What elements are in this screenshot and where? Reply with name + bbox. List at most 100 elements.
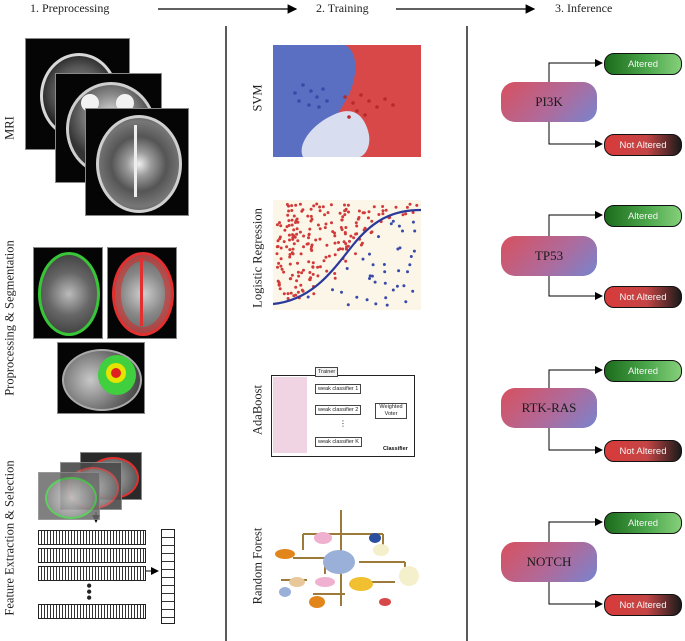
feature-vector-row <box>38 566 146 581</box>
lr-point <box>367 210 371 214</box>
lr-point <box>309 276 313 280</box>
lr-point <box>337 241 340 244</box>
lr-point <box>318 265 322 269</box>
lr-point <box>405 205 409 209</box>
feature-vector-row <box>38 530 146 545</box>
lr-point <box>291 247 295 251</box>
lr-point <box>394 205 398 209</box>
gene-node-tp53: TP53 <box>501 236 597 276</box>
lr-point <box>276 265 279 269</box>
outcome-altered-rtk-ras: Altered <box>604 360 682 382</box>
lr-point <box>377 213 381 216</box>
lr-point <box>307 236 310 240</box>
lr-point <box>278 221 281 225</box>
random-forest-label: Random Forest <box>250 527 265 605</box>
adaboost-classifier-label: Classifier <box>383 446 408 452</box>
adaboost-weak-k: weak classifier K <box>315 437 362 447</box>
random-forest-plot <box>275 510 419 608</box>
lr-point <box>278 237 282 241</box>
lr-point <box>333 253 337 257</box>
outcome-altered-tp53: Altered <box>604 205 682 227</box>
lr-point <box>287 233 291 237</box>
lr-point <box>372 205 376 209</box>
lr-point <box>344 259 348 263</box>
lr-point <box>397 269 401 273</box>
lr-point <box>401 229 404 233</box>
feature-slice-front <box>38 472 100 520</box>
lr-point <box>295 217 299 221</box>
lr-point <box>395 284 399 288</box>
lr-point <box>321 205 325 209</box>
lr-point <box>370 274 374 278</box>
lr-point <box>327 254 331 258</box>
lr-point <box>331 230 335 234</box>
lr-point <box>278 287 282 291</box>
lr-point <box>330 221 333 225</box>
gene-node-pi3k: PI3K <box>501 82 597 122</box>
lr-point <box>282 292 286 296</box>
lr-point <box>306 214 310 218</box>
lr-point <box>310 245 313 249</box>
lr-point <box>347 210 350 214</box>
adaboost-weak-2: weak classifier 2 <box>315 405 362 415</box>
lr-point <box>383 270 387 274</box>
lr-point <box>377 235 380 239</box>
lr-point <box>288 248 292 252</box>
stage-heading-inference: 3. Inference <box>555 1 613 15</box>
lr-point <box>311 265 315 269</box>
lr-class-blue-points <box>306 219 417 307</box>
svm-class-a-points <box>293 83 329 109</box>
lr-point <box>344 226 348 229</box>
feature-vector-row <box>38 604 146 619</box>
lr-point <box>302 234 306 238</box>
lr-point <box>354 252 357 256</box>
lr-point <box>291 237 295 241</box>
lr-point <box>411 211 415 214</box>
lr-point <box>318 227 322 231</box>
lr-point <box>408 202 412 206</box>
lr-point <box>357 209 361 213</box>
mri-slice-3 <box>85 108 189 216</box>
lr-point <box>322 259 326 263</box>
feature-extraction-label: Feature Extraction & Selection <box>2 460 17 616</box>
lr-point <box>346 303 350 307</box>
lr-point <box>300 271 304 275</box>
lr-point <box>331 288 334 292</box>
lr-point <box>333 241 337 245</box>
lr-point <box>279 257 283 261</box>
adaboost-sample-panel <box>273 377 307 453</box>
lr-point <box>343 209 347 213</box>
lr-point <box>391 219 395 223</box>
lr-point <box>298 202 302 206</box>
lr-class-red-points <box>275 202 419 300</box>
lr-point <box>296 239 300 243</box>
lr-point <box>288 238 291 242</box>
lr-point <box>279 224 283 228</box>
lr-point <box>401 213 405 217</box>
lr-point <box>333 234 337 238</box>
lr-point <box>288 253 292 256</box>
lr-point <box>415 203 419 207</box>
lr-point <box>290 204 294 208</box>
mri-label: MRI <box>2 116 17 140</box>
lr-point <box>285 245 289 249</box>
lr-point <box>402 284 406 288</box>
lr-point <box>397 224 401 228</box>
lr-point <box>299 252 303 256</box>
lr-point <box>294 203 298 207</box>
lr-point <box>285 225 289 229</box>
outcome-not-altered-rtk-ras: Not Altered <box>604 440 682 462</box>
lr-point <box>295 232 299 236</box>
lr-point <box>287 219 291 223</box>
lr-point <box>344 242 348 246</box>
lr-point <box>368 277 371 280</box>
lr-point <box>333 276 337 280</box>
lr-point <box>310 249 314 252</box>
lr-point <box>289 277 293 281</box>
lr-point <box>290 209 294 212</box>
feature-ellipsis: ••• <box>86 576 93 608</box>
lr-point <box>411 220 415 224</box>
lr-point <box>286 213 290 217</box>
lr-point <box>275 223 279 227</box>
